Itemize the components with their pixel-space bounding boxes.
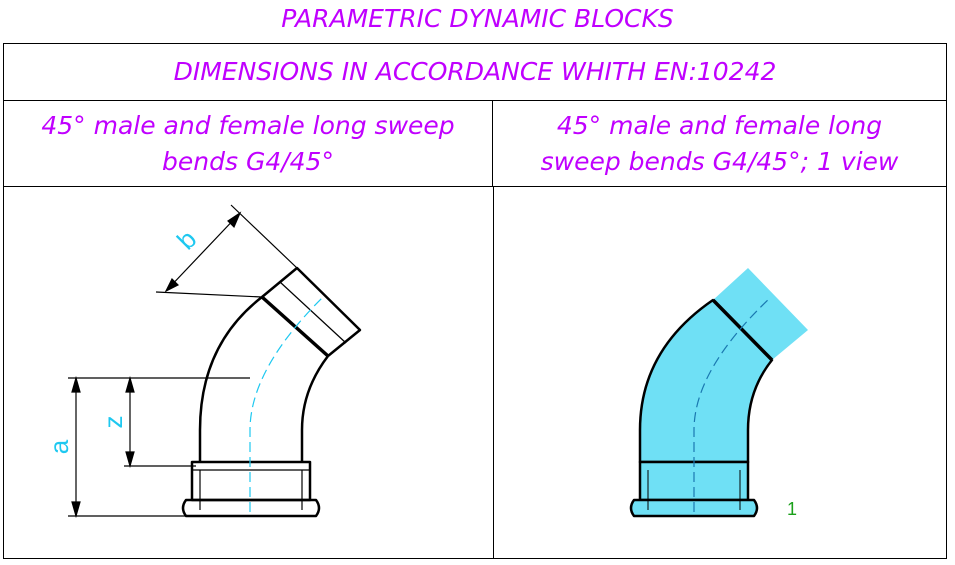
drawing-title: PARAMETRIC DYNAMIC BLOCKS bbox=[281, 4, 674, 33]
dimension-lines bbox=[68, 204, 298, 519]
dimension-label-z: z bbox=[98, 416, 128, 429]
column-divider bbox=[493, 187, 494, 559]
column-right-line1: 45° male and female long bbox=[556, 110, 883, 140]
column-header-right: 45° male and female long sweep bends G4/… bbox=[493, 101, 946, 187]
standard-header: DIMENSIONS IN ACCORDANCE WHITH EN:10242 bbox=[4, 44, 946, 101]
column-right-line2: sweep bends G4/45°; 1 view bbox=[540, 146, 899, 176]
bend-filled-view bbox=[629, 268, 808, 518]
view-number: 1 bbox=[787, 499, 797, 519]
column-header-left: 45° male and female long sweep bends G4/… bbox=[4, 101, 493, 187]
bend-outline-view bbox=[181, 266, 362, 518]
dimension-label-b: b bbox=[171, 224, 202, 255]
column-left-line2: bends G4/45° bbox=[162, 146, 334, 176]
title-block-table: DIMENSIONS IN ACCORDANCE WHITH EN:10242 … bbox=[3, 43, 947, 559]
column-left-line1: 45° male and female long sweep bbox=[41, 110, 455, 140]
dimension-label-a: a bbox=[44, 439, 74, 454]
